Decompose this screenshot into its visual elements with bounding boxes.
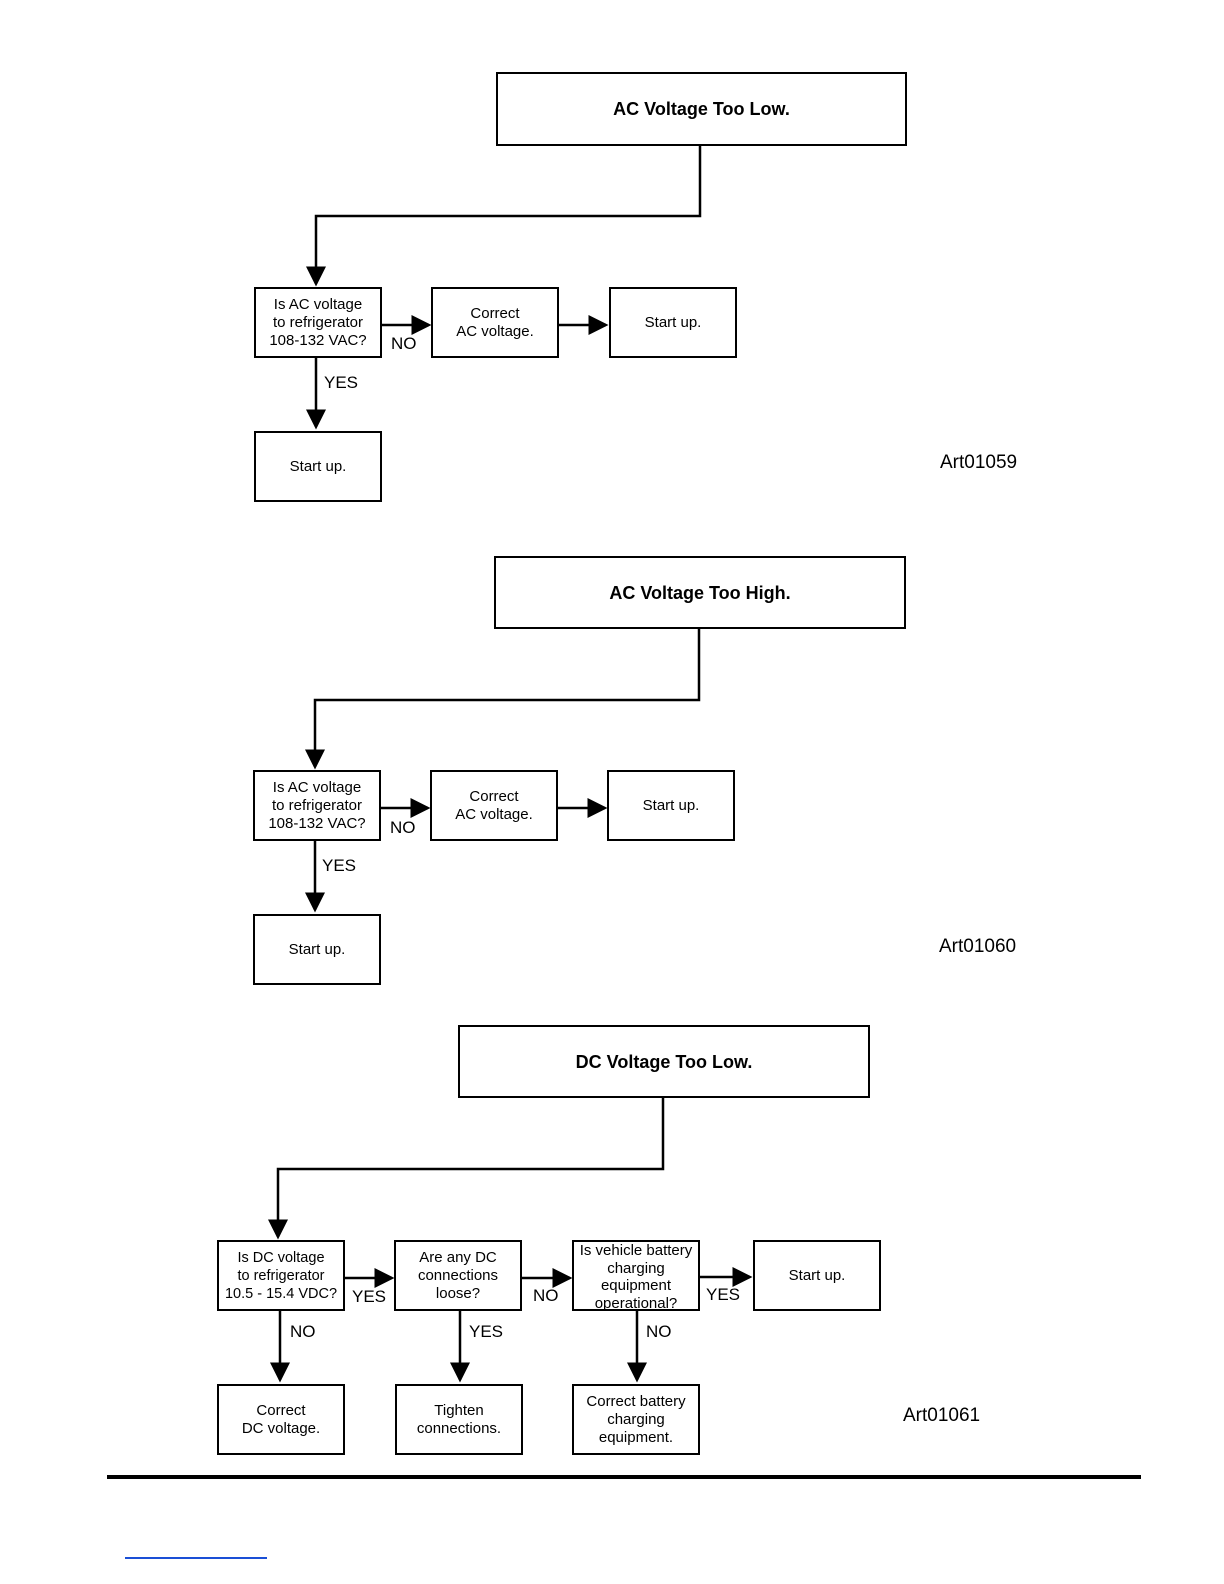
d1-correct-ac-box: Correct AC voltage. bbox=[431, 287, 559, 358]
d1-yes-label: YES bbox=[324, 373, 359, 392]
d2-no-label: NO bbox=[390, 818, 416, 837]
d3-q1-no-label: NO bbox=[290, 1322, 316, 1341]
d2-art-id: Art01060 bbox=[939, 936, 1017, 957]
d2-startup-right-box: Start up. bbox=[607, 770, 735, 841]
d1-question-box: Is AC voltage to refrigerator 108-132 VA… bbox=[254, 287, 382, 358]
footer-link-underline[interactable] bbox=[125, 1557, 267, 1559]
d3-q3-yes-label: YES bbox=[706, 1285, 741, 1304]
d1-no-label: NO bbox=[391, 334, 417, 353]
d1-art-id: Art01059 bbox=[940, 452, 1018, 473]
d2-yes-label: YES bbox=[322, 856, 357, 875]
d3-question3-box: Is vehicle battery charging equipment op… bbox=[572, 1240, 700, 1311]
d1-title-box: AC Voltage Too Low. bbox=[496, 72, 907, 146]
d3-correct-battery-box: Correct battery charging equipment. bbox=[572, 1384, 700, 1455]
d2-startup-below-box: Start up. bbox=[253, 914, 381, 985]
d3-correct-dc-box: Correct DC voltage. bbox=[217, 1384, 345, 1455]
d3-tighten-box: Tighten connections. bbox=[395, 1384, 523, 1455]
d2-question-box: Is AC voltage to refrigerator 108-132 VA… bbox=[253, 770, 381, 841]
d1-startup-below-box: Start up. bbox=[254, 431, 382, 502]
d3-question2-box: Are any DC connections loose? bbox=[394, 1240, 522, 1311]
d3-art-id: Art01061 bbox=[903, 1405, 981, 1426]
d3-question1-box: Is DC voltage to refrigerator 10.5 - 15.… bbox=[217, 1240, 345, 1311]
d2-title-box: AC Voltage Too High. bbox=[494, 556, 906, 629]
d3-q1-yes-label: YES bbox=[352, 1287, 387, 1306]
d3-startup-box: Start up. bbox=[753, 1240, 881, 1311]
d3-q3-no-label: NO bbox=[646, 1322, 672, 1341]
d1-startup-right-box: Start up. bbox=[609, 287, 737, 358]
d3-title-box: DC Voltage Too Low. bbox=[458, 1025, 870, 1098]
d3-q2-yes-label: YES bbox=[469, 1322, 504, 1341]
d3-q2-no-label: NO bbox=[533, 1286, 559, 1305]
d2-correct-ac-box: Correct AC voltage. bbox=[430, 770, 558, 841]
footer-rule bbox=[107, 1475, 1141, 1479]
